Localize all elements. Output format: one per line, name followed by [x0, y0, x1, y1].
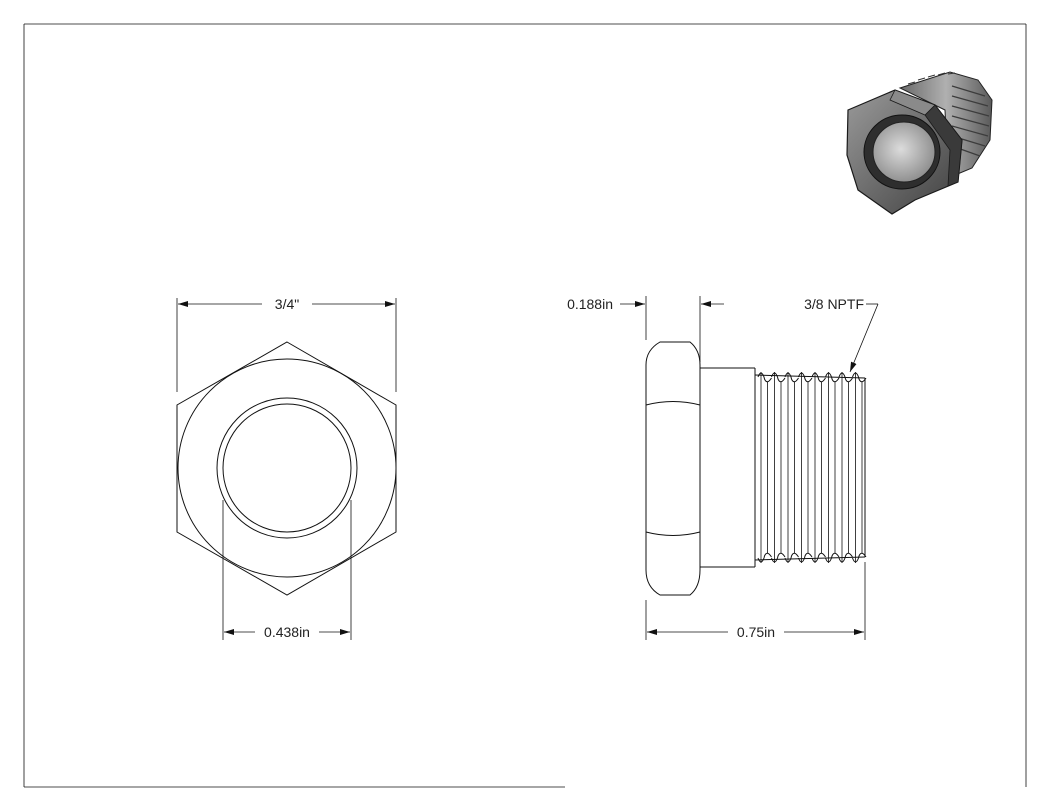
overall-length-label: 0.75in [737, 624, 775, 640]
front-chamfer-circle [177, 358, 397, 578]
thread-crest [811, 372, 826, 563]
across-flats-dimension: 3/4" [176, 296, 397, 392]
thread-crest [852, 372, 867, 563]
thread-crest [798, 372, 813, 563]
iso-bore [863, 114, 941, 190]
bore-dimension: 0.438in [222, 500, 352, 640]
thread-crest [784, 372, 799, 563]
side-thread [754, 372, 867, 563]
bore-diameter-label: 0.438in [264, 624, 310, 640]
thread-callout-label: 3/8 NPTF [804, 296, 864, 312]
thread-crest [825, 372, 840, 563]
side-neck [700, 367, 756, 568]
sheet-border [23, 23, 1027, 788]
isometric-view [846, 71, 993, 215]
front-bore [216, 397, 358, 539]
thread-crest [838, 372, 853, 563]
hex-thickness-dimension: 0.188in [567, 296, 724, 362]
thread-crest [771, 372, 786, 563]
front-view: 3/4" 0.438in [176, 296, 397, 640]
thread-callout: 3/8 NPTF [804, 296, 879, 373]
hex-thickness-label: 0.188in [567, 296, 613, 312]
front-hex-outline [176, 341, 397, 596]
side-hex-profile [645, 341, 701, 596]
overall-length-dimension: 0.75in [645, 562, 866, 640]
thread-crest [757, 372, 772, 563]
across-flats-label: 3/4" [275, 296, 299, 312]
side-view: 0.188in 3/8 NPTF 0.75in [567, 296, 879, 640]
